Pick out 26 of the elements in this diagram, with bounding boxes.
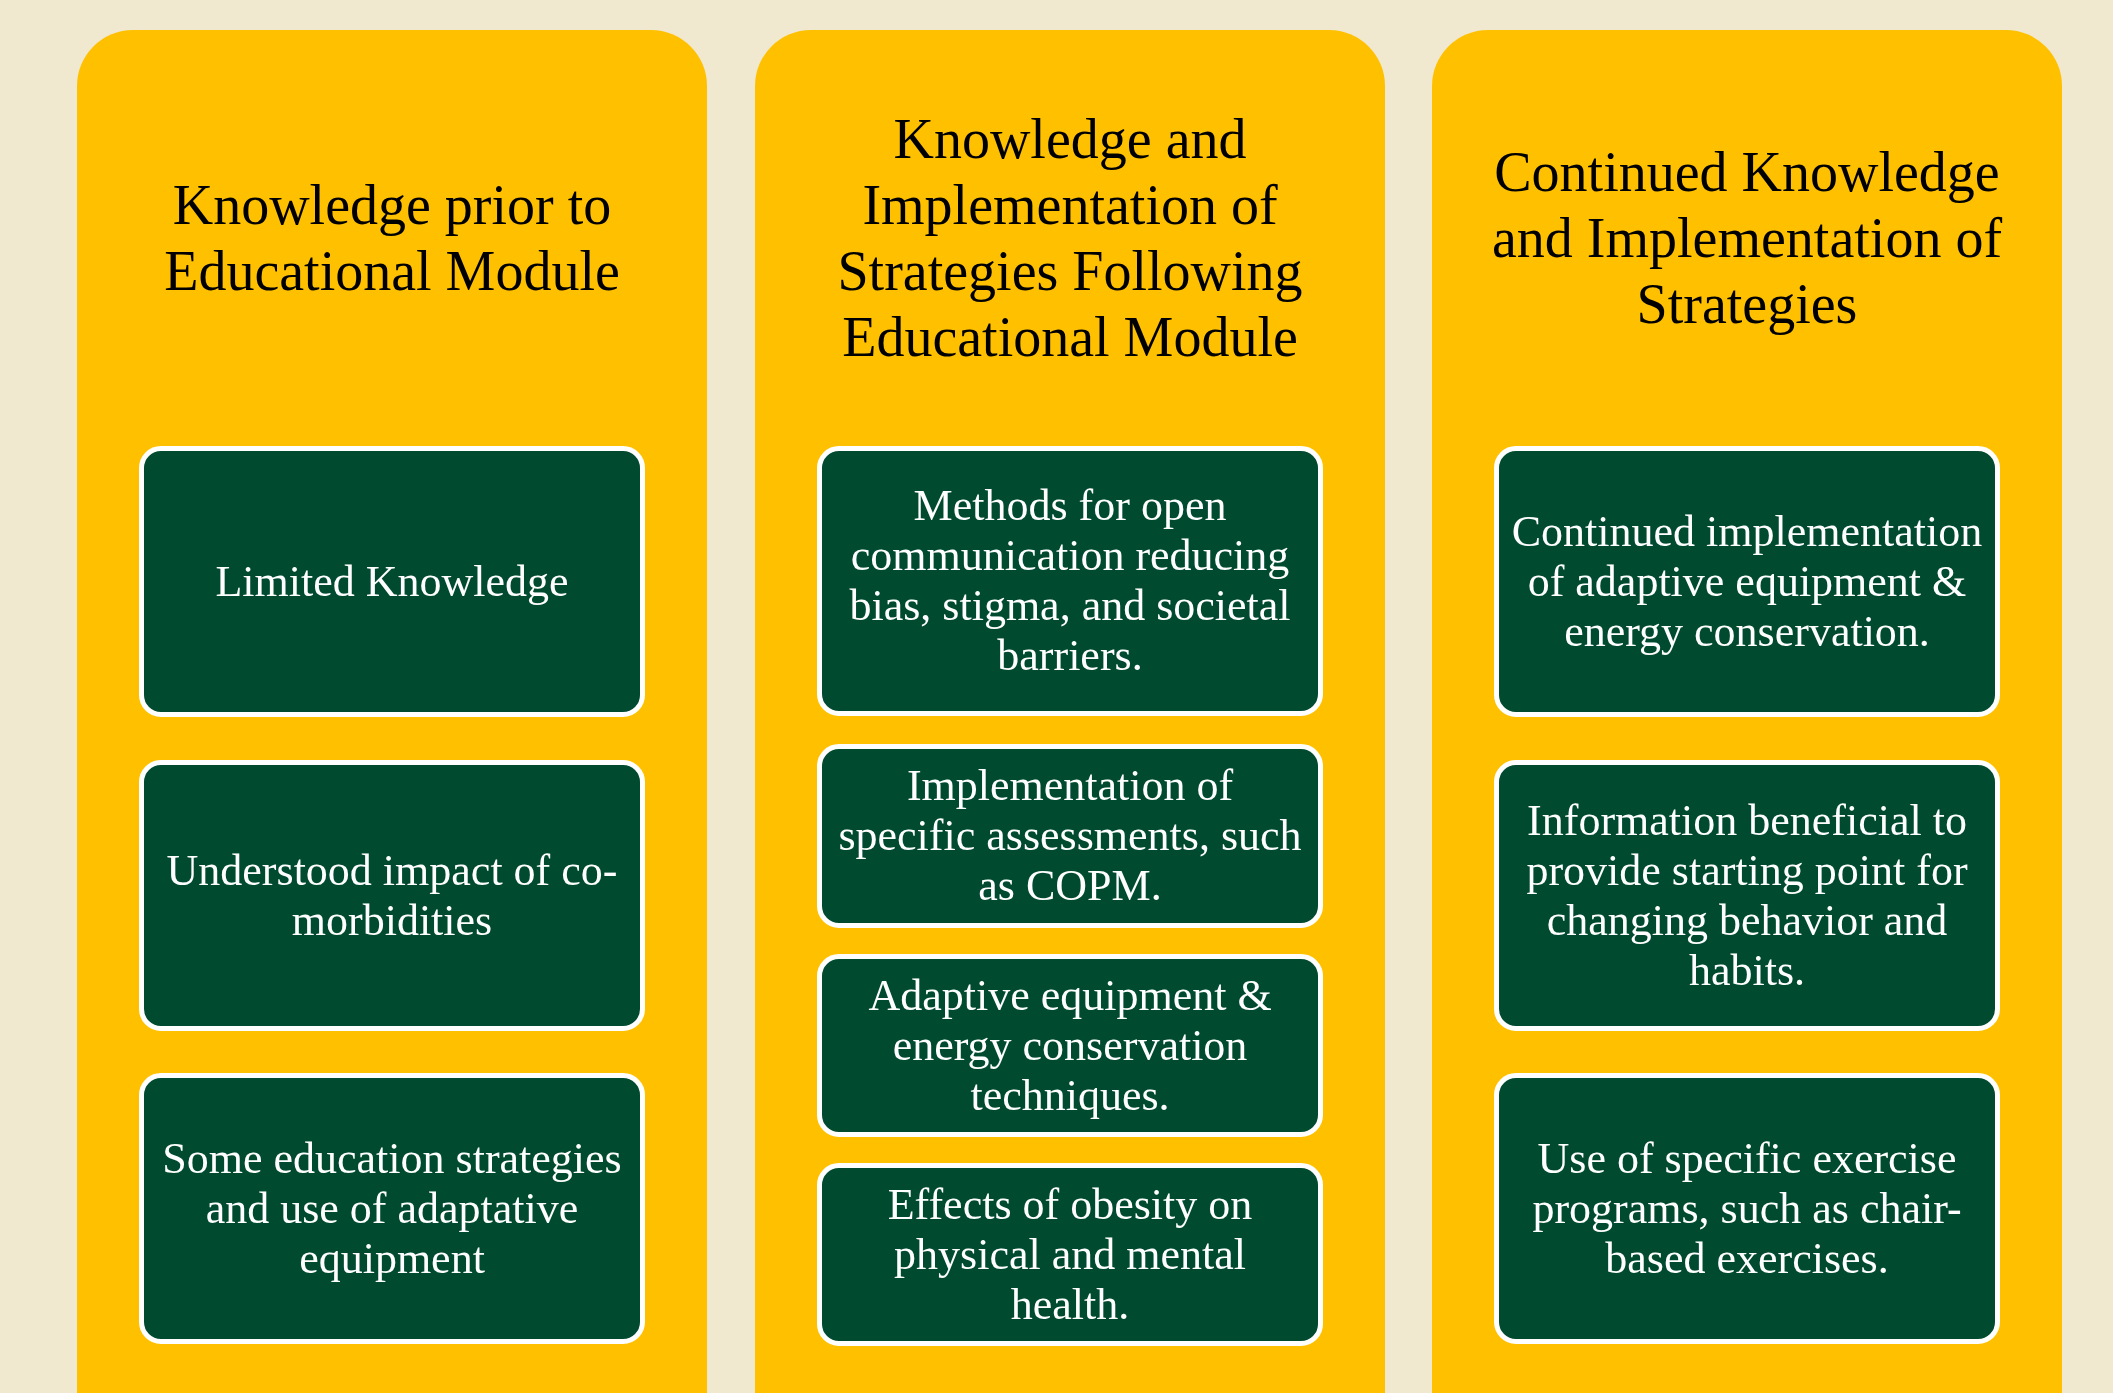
box-text: Understood impact of co-morbidities bbox=[165, 845, 619, 946]
text-box bbox=[817, 446, 1323, 716]
text-box bbox=[817, 1163, 1323, 1346]
box-text: Adaptive equipment & energy conservation techniques. bbox=[867, 970, 1273, 1121]
text-box bbox=[139, 446, 645, 717]
box-text: Some education strategies and use of adaptative equipment bbox=[161, 1133, 623, 1284]
column-heading: Continued Knowledge and Implementation of Strategies bbox=[1490, 140, 2004, 337]
box-text: Use of specific exercise programs, such as chair-based exercises. bbox=[1531, 1133, 1963, 1284]
text-box bbox=[817, 744, 1323, 928]
column-panel bbox=[1432, 30, 2062, 1393]
box-text: Limited Knowledge bbox=[215, 556, 569, 607]
text-box bbox=[139, 760, 645, 1031]
box-text: Effects of obesity on physical and mental health. bbox=[886, 1179, 1254, 1330]
box-text: Methods for open communication reducing bias, stigma, and societal barriers. bbox=[848, 481, 1292, 681]
box-text: Information beneficial to provide starting point for changing behavior and habits. bbox=[1525, 795, 1969, 996]
box-text: Implementation of specific assessments, such as COPM. bbox=[837, 761, 1303, 911]
column-panel bbox=[755, 30, 1385, 1393]
text-box bbox=[817, 954, 1323, 1137]
column-heading: Knowledge prior to Educational Module bbox=[163, 173, 621, 304]
text-box bbox=[1494, 1073, 2000, 1344]
column-panel bbox=[77, 30, 707, 1393]
column-heading: Knowledge and Implementation of Strategies Following Educational Module bbox=[836, 107, 1304, 370]
text-box bbox=[1494, 446, 2000, 717]
text-box bbox=[139, 1073, 645, 1344]
text-box bbox=[1494, 760, 2000, 1031]
box-text: Continued implementation of adaptive equipment & energy conservation. bbox=[1511, 506, 1983, 657]
